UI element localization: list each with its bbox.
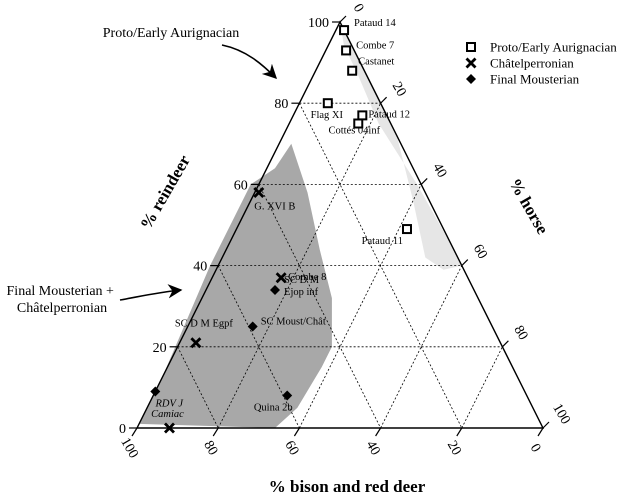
region-label-aurignacian: Proto/Early Aurignacian: [103, 26, 239, 41]
legend: Proto/Early AurignacianChâtelperronianFi…: [465, 40, 617, 87]
left-tick-label-20: 20: [153, 341, 167, 356]
bottom-tick-mark-100: [131, 427, 138, 437]
data-point-2-1: [247, 321, 258, 332]
bottom-tick-mark-40: [375, 427, 382, 437]
data-label-1-2: SC D M Egpf: [175, 319, 234, 330]
right-tick-label-20: 20: [389, 80, 409, 100]
data-point-0-2: [347, 65, 358, 76]
bottom-axis-title: % bison and red deer: [269, 477, 426, 496]
left-tick-label-80: 80: [274, 97, 288, 112]
right-tick-mark-80: [501, 340, 509, 348]
region-arrow-aurignacian: [221, 44, 278, 80]
bottom-tick-label-60: 60: [281, 438, 301, 458]
legend-marker-2: [466, 74, 476, 84]
data-point-1-0: [253, 187, 265, 199]
region-label-line-1: Final Mousterian +: [7, 284, 115, 299]
right-tick-label-80: 80: [510, 323, 530, 343]
right-tick-label-40: 40: [429, 161, 449, 181]
data-label-0-6: Pataud 11: [362, 236, 403, 247]
bottom-tick-label-20: 20: [444, 438, 464, 458]
grid-layer: [177, 102, 503, 429]
data-label-1-0: G. XVI B: [254, 202, 295, 213]
points-layer: [150, 25, 412, 434]
right-tick-mark-0: [339, 15, 347, 23]
bottom-tick-label-40: 40: [363, 438, 383, 458]
data-label-1-1: Combe 8: [288, 272, 326, 283]
grid-line-bison-80: [177, 346, 219, 429]
right-tick-mark-60: [461, 259, 469, 267]
right-tick-mark-100: [542, 421, 550, 429]
data-label-line-2: Ejop inf: [284, 287, 319, 298]
data-point-2-0: [270, 285, 280, 295]
region-label-mousterian-chatelperronian: Final Mousterian + Châtelperronian: [7, 284, 118, 316]
region-layer: [139, 22, 462, 429]
data-point-0-1: [341, 45, 352, 56]
legend-label-1: Châtelperronian: [490, 56, 574, 71]
legend-label-2: Final Mousterian: [490, 72, 580, 87]
data-point-0-0: [339, 25, 350, 36]
right-tick-mark-40: [420, 177, 428, 185]
left-axis-title: % reindeer: [136, 151, 194, 232]
bottom-tick-mark-80: [212, 427, 219, 437]
bottom-tick-label-100: 100: [117, 435, 140, 461]
right-tick-label-100: 100: [549, 401, 572, 427]
legend-marker-0: [466, 42, 476, 52]
data-point-0-4: [357, 110, 368, 121]
bottom-tick-mark-60: [293, 427, 300, 437]
triangle-outline: [135, 20, 545, 429]
bottom-tick-label-80: 80: [200, 438, 220, 458]
region-arrow-mousterian: [119, 284, 183, 301]
data-label-2-2: RDV J: [155, 398, 185, 409]
data-point-1-2: [190, 337, 202, 349]
data-label-0-2: Castanet: [358, 57, 394, 68]
legend-marker-1: [465, 57, 477, 69]
data-point-1-1: [275, 272, 287, 284]
region-label-line-2: Châtelperronian: [17, 301, 107, 316]
data-point-2-3: [282, 390, 293, 401]
grid-line-horse-80: [461, 346, 503, 429]
right-tick-label-60: 60: [470, 242, 490, 262]
data-label-0-3: Flag XI: [311, 110, 344, 121]
left-tick-label-40: 40: [193, 260, 207, 275]
bottom-tick-label-0: 0: [527, 441, 543, 455]
data-label-line-1: SC D M: [284, 275, 320, 286]
left-tick-label-60: 60: [234, 178, 248, 193]
data-label-1-3: Camiac: [151, 409, 184, 420]
data-point-0-3: [322, 98, 333, 109]
grid-line-horse-40: [299, 184, 422, 429]
right-tick-mark-20: [380, 96, 388, 104]
region-area-2: [139, 143, 332, 429]
bottom-tick-mark-0: [537, 427, 544, 437]
data-label-0-5: Cottés 04inf: [328, 126, 380, 137]
grid-line-bison-40: [258, 184, 381, 429]
legend-label-0: Proto/Early Aurignacian: [490, 40, 617, 55]
data-label-0-1: Combe 7: [356, 40, 394, 51]
left-tick-label-100: 100: [308, 16, 329, 31]
data-point-0-6: [401, 224, 412, 235]
data-point-2-2: [150, 386, 161, 397]
right-tick-label-0: 0: [350, 1, 366, 15]
data-label-2-3: Quina 2b: [254, 403, 293, 414]
bottom-tick-mark-20: [456, 427, 463, 437]
data-label-0-4: Pataud 12: [368, 109, 410, 120]
data-label-2-1: SC Moust/Chât: [261, 317, 326, 328]
data-label-0-0: Pataud 14: [354, 18, 396, 29]
data-point-1-3: [163, 422, 175, 434]
right-axis-title: % horse: [505, 175, 552, 238]
triangle-frame: [135, 20, 545, 429]
data-point-0-5: [353, 118, 364, 129]
left-tick-label-0: 0: [119, 422, 126, 437]
